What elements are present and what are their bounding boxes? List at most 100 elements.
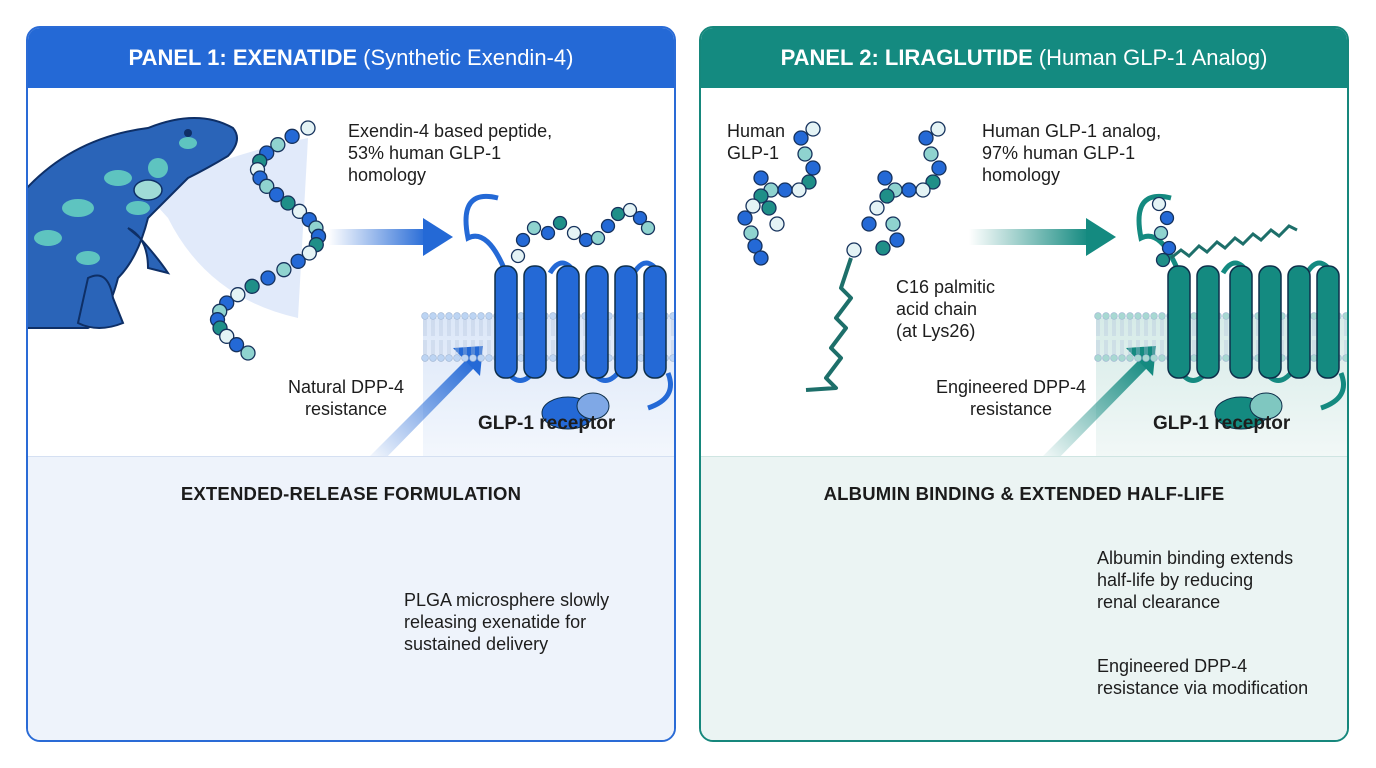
transmembrane-helix xyxy=(1258,265,1282,379)
bead xyxy=(930,121,946,137)
peptide-label: Human GLP-1 analog, 97% human GLP-1 homo… xyxy=(982,121,1162,185)
bead xyxy=(230,287,246,303)
panel-1-title-sub: (Synthetic Exendin-4) xyxy=(363,45,574,70)
transmembrane-helix xyxy=(1316,265,1340,379)
bead xyxy=(793,130,809,146)
transmembrane-helix xyxy=(494,265,518,379)
bead xyxy=(600,218,616,234)
bead xyxy=(240,345,256,361)
bead xyxy=(747,238,763,254)
bead xyxy=(737,210,753,226)
gpcr-receptor-icon xyxy=(463,194,673,430)
bead xyxy=(552,215,568,231)
bead xyxy=(590,230,606,246)
human-glp1-label: Human GLP-1 xyxy=(727,121,786,163)
bead xyxy=(510,248,526,264)
bead xyxy=(566,225,582,241)
panel-liraglutide: PANEL 2: LIRAGLUTIDE (Human GLP-1 Analog… xyxy=(699,26,1349,742)
bead xyxy=(284,128,300,144)
section-text: PLGA microsphere slowly releasing exenat… xyxy=(404,590,610,654)
receptor-label: GLP-1 receptor xyxy=(1153,413,1291,434)
bead xyxy=(791,182,807,198)
bead xyxy=(805,121,821,137)
bead xyxy=(291,203,308,219)
bead xyxy=(610,206,626,222)
bead xyxy=(1155,252,1171,268)
bead xyxy=(280,195,296,211)
section-title: ALBUMIN BINDING & EXTENDED HALF-LIFE xyxy=(823,483,1225,504)
bead xyxy=(915,182,931,198)
bead xyxy=(622,202,638,218)
bead xyxy=(861,216,877,232)
bead xyxy=(290,253,306,269)
arrow-right-icon xyxy=(969,218,1116,256)
bead xyxy=(761,200,777,216)
panel-2-header: PANEL 2: LIRAGLUTIDE (Human GLP-1 Analog… xyxy=(701,28,1347,88)
bead xyxy=(1161,240,1177,256)
bead xyxy=(526,220,542,236)
bead xyxy=(228,337,245,353)
transmembrane-helix xyxy=(585,265,609,379)
bead xyxy=(769,216,785,232)
gpcr-receptor-icon xyxy=(1136,194,1346,430)
bead xyxy=(743,225,759,241)
bead xyxy=(1159,210,1175,226)
transmembrane-helix xyxy=(1229,265,1253,379)
bead xyxy=(925,174,941,190)
bead xyxy=(797,146,813,162)
bead xyxy=(753,188,769,204)
fatty-acid-chain-icon xyxy=(805,257,853,392)
arrow-diagonal-icon xyxy=(1041,346,1156,466)
albumin-binding-section: ALBUMIN BINDING & EXTENDED HALF-LIFE Alb… xyxy=(701,456,1347,740)
resistance-label: Natural DPP-4 resistance xyxy=(287,377,405,419)
bead xyxy=(879,188,895,204)
bead xyxy=(260,270,276,286)
bead xyxy=(640,220,656,236)
bead xyxy=(869,200,885,216)
bead xyxy=(875,240,891,256)
bead xyxy=(777,182,793,198)
panel-2-title-bold: PANEL 2: LIRAGLUTIDE xyxy=(780,45,1033,70)
panel-1-title-bold: PANEL 1: EXENATIDE xyxy=(128,45,358,70)
resistance-label: Engineered DPP-4 resistance xyxy=(935,377,1087,419)
bead xyxy=(300,120,316,136)
bead xyxy=(632,210,648,226)
arrow-diagonal-icon xyxy=(368,346,483,466)
bead xyxy=(877,170,893,186)
section-title: EXTENDED-RELEASE FORMULATION xyxy=(180,483,522,504)
transmembrane-helix xyxy=(643,265,667,379)
bead xyxy=(753,250,769,266)
bead xyxy=(259,178,275,194)
bead xyxy=(515,232,531,248)
fatty-chain-label: C16 palmitic acid chain (at Lys26) xyxy=(896,277,996,341)
bead xyxy=(805,160,821,176)
bead xyxy=(244,278,260,294)
transmembrane-helix xyxy=(1167,265,1191,379)
bead xyxy=(745,198,761,214)
arrow-right-icon xyxy=(328,218,453,256)
transmembrane-helix xyxy=(556,265,580,379)
transmembrane-helix xyxy=(1287,265,1311,379)
albumin-text: Albumin binding extends half-life by red… xyxy=(1097,548,1294,612)
bead xyxy=(270,137,286,153)
bead xyxy=(301,245,317,261)
bead xyxy=(931,160,947,176)
bead xyxy=(846,242,862,258)
bead xyxy=(1153,225,1169,241)
transmembrane-helix xyxy=(523,265,547,379)
bead xyxy=(276,262,292,278)
bead xyxy=(219,328,235,344)
bead xyxy=(753,170,769,186)
panel-1-header: PANEL 1: EXENATIDE (Synthetic Exendin-4) xyxy=(28,28,674,88)
bead xyxy=(578,232,594,248)
transmembrane-helix xyxy=(614,265,638,379)
panel-2-title-sub: (Human GLP-1 Analog) xyxy=(1038,45,1268,70)
bead xyxy=(885,216,901,232)
bead xyxy=(923,146,939,162)
bead xyxy=(801,174,817,190)
bead xyxy=(540,225,556,241)
exendin-peptide-chain xyxy=(209,120,327,361)
bead xyxy=(901,182,917,198)
bead xyxy=(918,130,934,146)
dpp4-text: Engineered DPP-4 resistance via modifica… xyxy=(1097,656,1309,698)
